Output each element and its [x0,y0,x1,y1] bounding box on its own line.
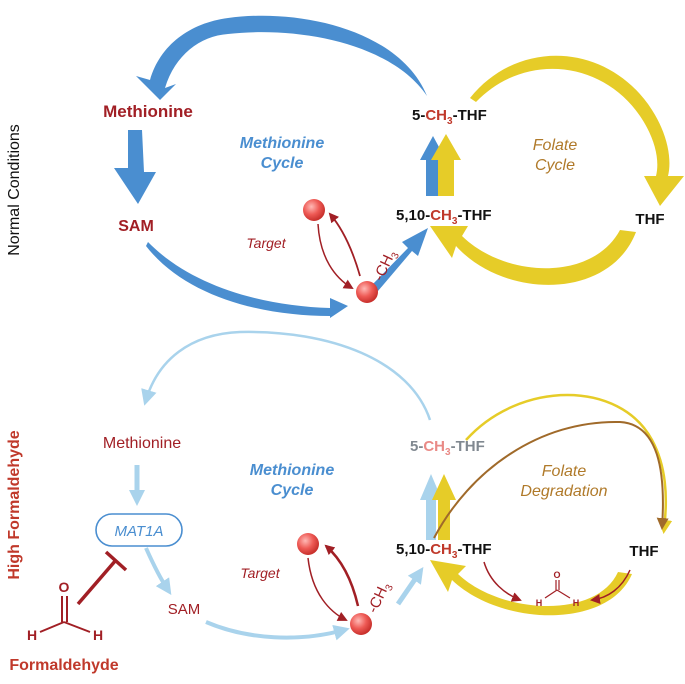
normal-conditions-side-label: Normal Conditions [6,124,23,256]
methionine-cycle-label-degradation-line1: Methionine [250,462,335,479]
inhibition-line [76,558,118,606]
inhibition-bar [104,550,128,572]
arrow-target-out-degradation [324,544,360,607]
thf-label-degradation: THF [629,543,658,560]
arrow-target-out [328,212,361,277]
faded-methyl-thf-label: 5-CH3-THF [410,438,485,458]
methionine-label-degradation: Methionine [103,435,181,452]
faded-arc-sam-to-methyl [205,620,350,641]
methyl-group-ball-target-degradation [297,533,319,555]
arrow-methyl-to-methylene-thf [372,228,428,291]
folate-cycle-label-line2: Cycle [535,157,575,174]
target-label: Target [246,235,286,251]
formaldehyde-small-h-left: H [536,598,543,608]
methylene-thf-label: 5,10-CH3-THF [396,207,492,227]
methionine-cycle-label-line1: Methionine [240,135,325,152]
methyl-group-ball-target [303,199,325,221]
arrow-methionine-to-sam [114,130,156,204]
faded-arrow-methyl-to-methylene-thf [395,567,424,606]
methyl-thf-label: 5-CH3-THF [412,107,487,127]
faded-arc-thf-to-methionine [141,330,432,421]
folate-degradation-label-line2: Degradation [520,483,607,500]
sam-label-degradation: SAM [168,601,201,618]
methylene-thf-label-degradation: 5,10-CH3-THF [396,541,492,561]
high-formaldehyde-panel: High Formaldehyde O H H [6,330,673,674]
faded-arrow-mat1a-to-sam [144,547,172,595]
methionine-cycle-label-line2: Cycle [261,155,304,172]
arrow-target-in-degradation [307,557,348,621]
formaldehyde-label: Formaldehyde [9,657,118,674]
yellow-arrow-to-faded-methyl-thf [432,474,456,540]
formaldehyde-small-structure: O H H [536,570,580,608]
formaldehyde-small-h-right: H [573,598,580,608]
formaldehyde-h-left: H [27,627,37,643]
target-label-degradation: Target [240,565,280,581]
arc-thf-to-methionine [136,15,427,100]
mat1a-enzyme-box [95,513,183,547]
arc-thf-to-methylene-thf [430,226,636,285]
arc-methyl-thf-to-thf [470,55,684,207]
arc-methyl-thf-to-thf-degradation [465,393,673,534]
formaldehyde-small-o: O [553,570,560,580]
formaldehyde-structure: O H H [27,579,103,643]
methionine-label: Methionine [103,102,193,121]
thf-label: THF [635,211,664,228]
arrow-to-formaldehyde-left [483,561,522,602]
methyl-label-degradation: -CH3 [364,579,396,617]
methyl-group-ball [356,281,378,303]
methionine-cycle-label-degradation-line2: Cycle [271,482,314,499]
arrow-target-in [317,223,354,290]
arrow-to-formaldehyde-right [590,569,631,604]
arc-thf-to-methylene-thf-degradation [430,560,632,616]
high-formaldehyde-side-label: High Formaldehyde [6,430,23,579]
formaldehyde-o-atom: O [59,579,70,595]
sam-label: SAM [118,218,154,235]
folate-cycle-label-line1: Folate [533,137,578,154]
methyl-group-ball-degradation [350,613,372,635]
arc-sam-to-methyl [146,242,348,318]
normal-conditions-panel: Normal Conditions Methionine SAM Methion… [6,15,684,318]
formaldehyde-h-right: H [93,627,103,643]
mat1a-label: MAT1A [115,523,164,540]
arc-degradation-to-thf [433,420,669,539]
folate-degradation-label-line1: Folate [542,463,587,480]
yellow-arrow-to-methyl-thf [431,134,461,196]
